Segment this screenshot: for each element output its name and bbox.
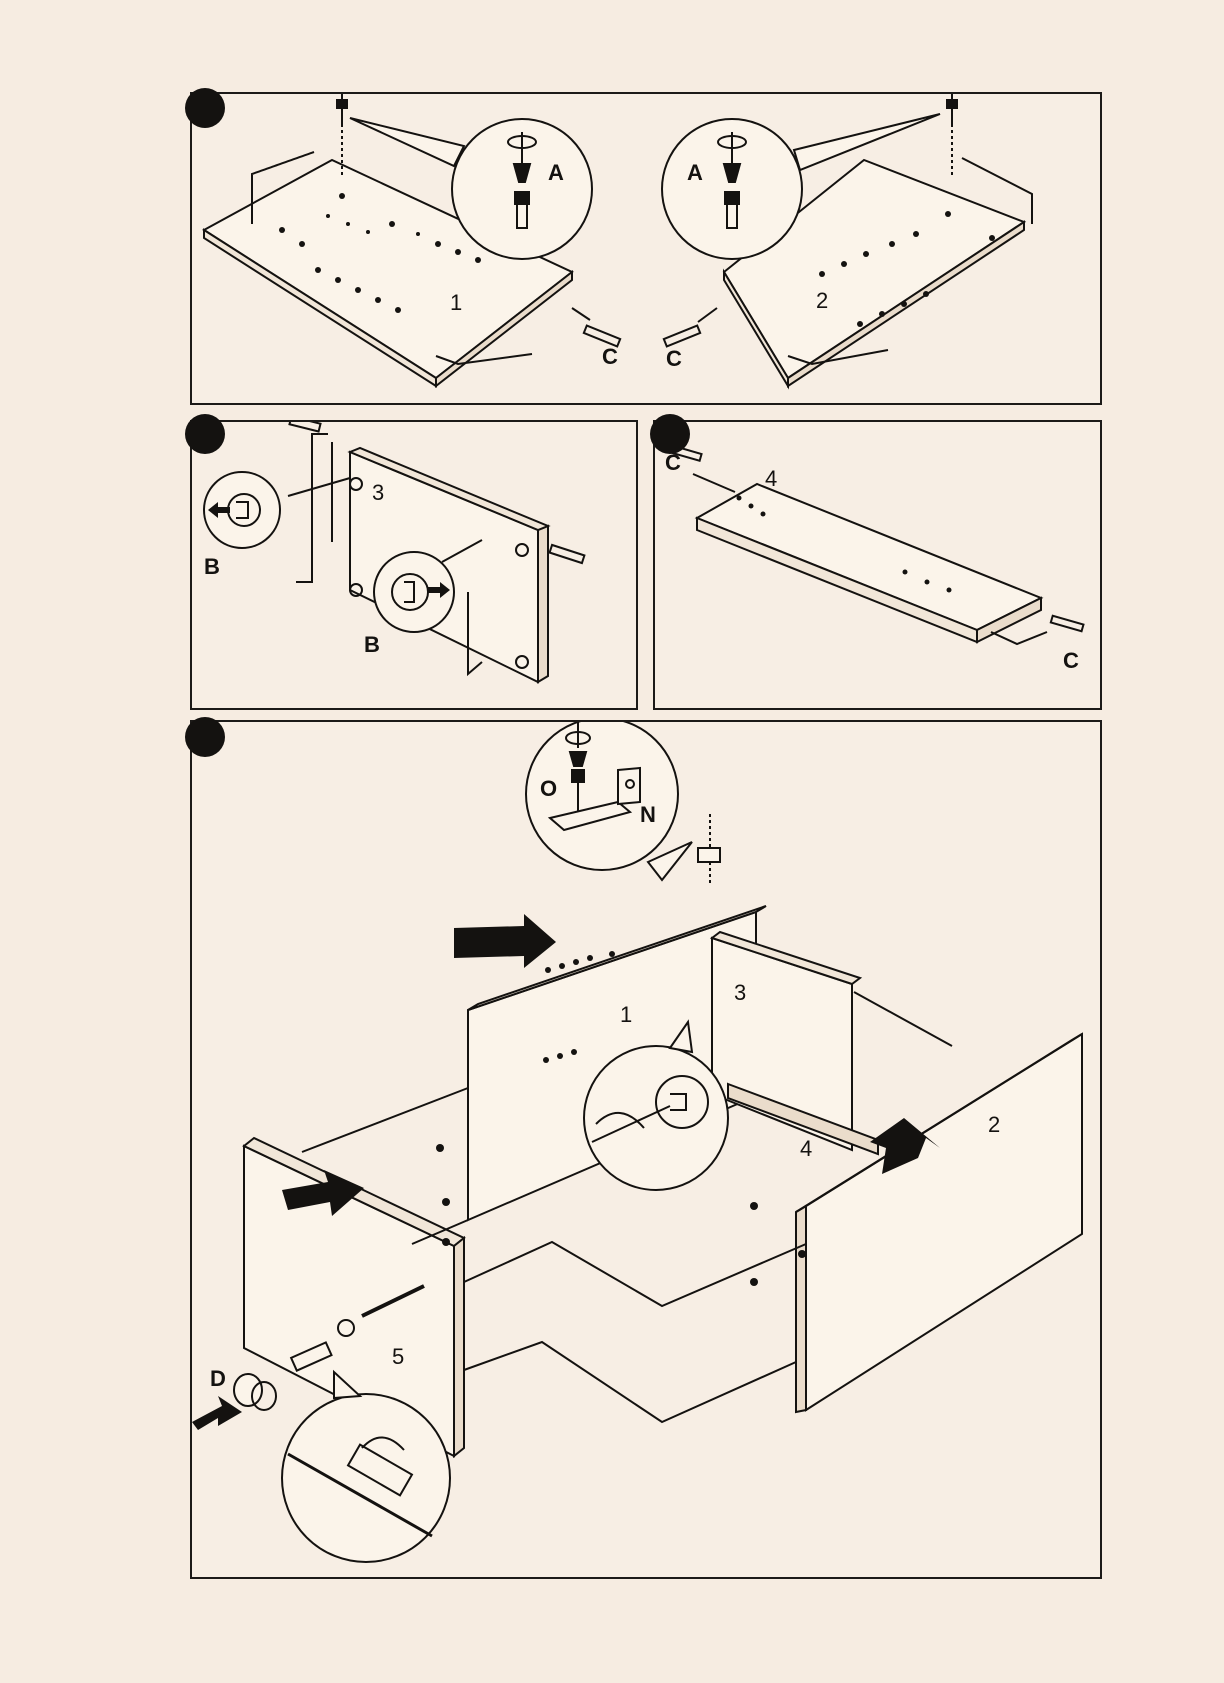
panel-number-2: 2 <box>816 288 828 313</box>
step-3-marker <box>650 414 690 454</box>
dowel-label-c-bottom: C <box>1063 648 1079 673</box>
screw-label-a-right: A <box>687 160 703 185</box>
step-2-panel: 3 B B <box>190 420 638 710</box>
screw-label-a-left: A <box>548 160 564 185</box>
panel-number-5-step4: 5 <box>392 1344 404 1369</box>
step-4-diagram: O N 1 3 2 4 5 D <box>192 722 1102 1579</box>
dowel-label-c-left: C <box>602 344 618 369</box>
step-4-panel: O N 1 3 2 4 5 D <box>190 720 1102 1579</box>
panel-number-4-step4: 4 <box>800 1136 812 1161</box>
step-1-panel: A A C C 1 2 <box>190 92 1102 405</box>
panel-number-1-step4: 1 <box>620 1002 632 1027</box>
panel-number-3: 3 <box>372 480 384 505</box>
panel-number-2-step4: 2 <box>988 1112 1000 1137</box>
dowel-label-c-right: C <box>666 346 682 371</box>
cam-label-b-left: B <box>204 554 220 579</box>
panel-number-3-step4: 3 <box>734 980 746 1005</box>
panel-number-1: 1 <box>450 290 462 315</box>
step-1-marker <box>185 88 225 128</box>
step-2-diagram: 3 B B <box>192 422 638 710</box>
panel-number-4: 4 <box>765 466 777 491</box>
step-3-panel: C C 4 <box>653 420 1102 710</box>
screw-label-o: O <box>540 776 557 801</box>
bracket-label-n: N <box>640 802 656 827</box>
step-1-diagram: A A C C 1 2 <box>192 94 1102 405</box>
caster-label-d: D <box>210 1366 226 1391</box>
step-2-marker <box>185 414 225 454</box>
step-3-diagram: C C 4 <box>655 422 1102 710</box>
cam-label-b-right: B <box>364 632 380 657</box>
step-4-marker <box>185 717 225 757</box>
